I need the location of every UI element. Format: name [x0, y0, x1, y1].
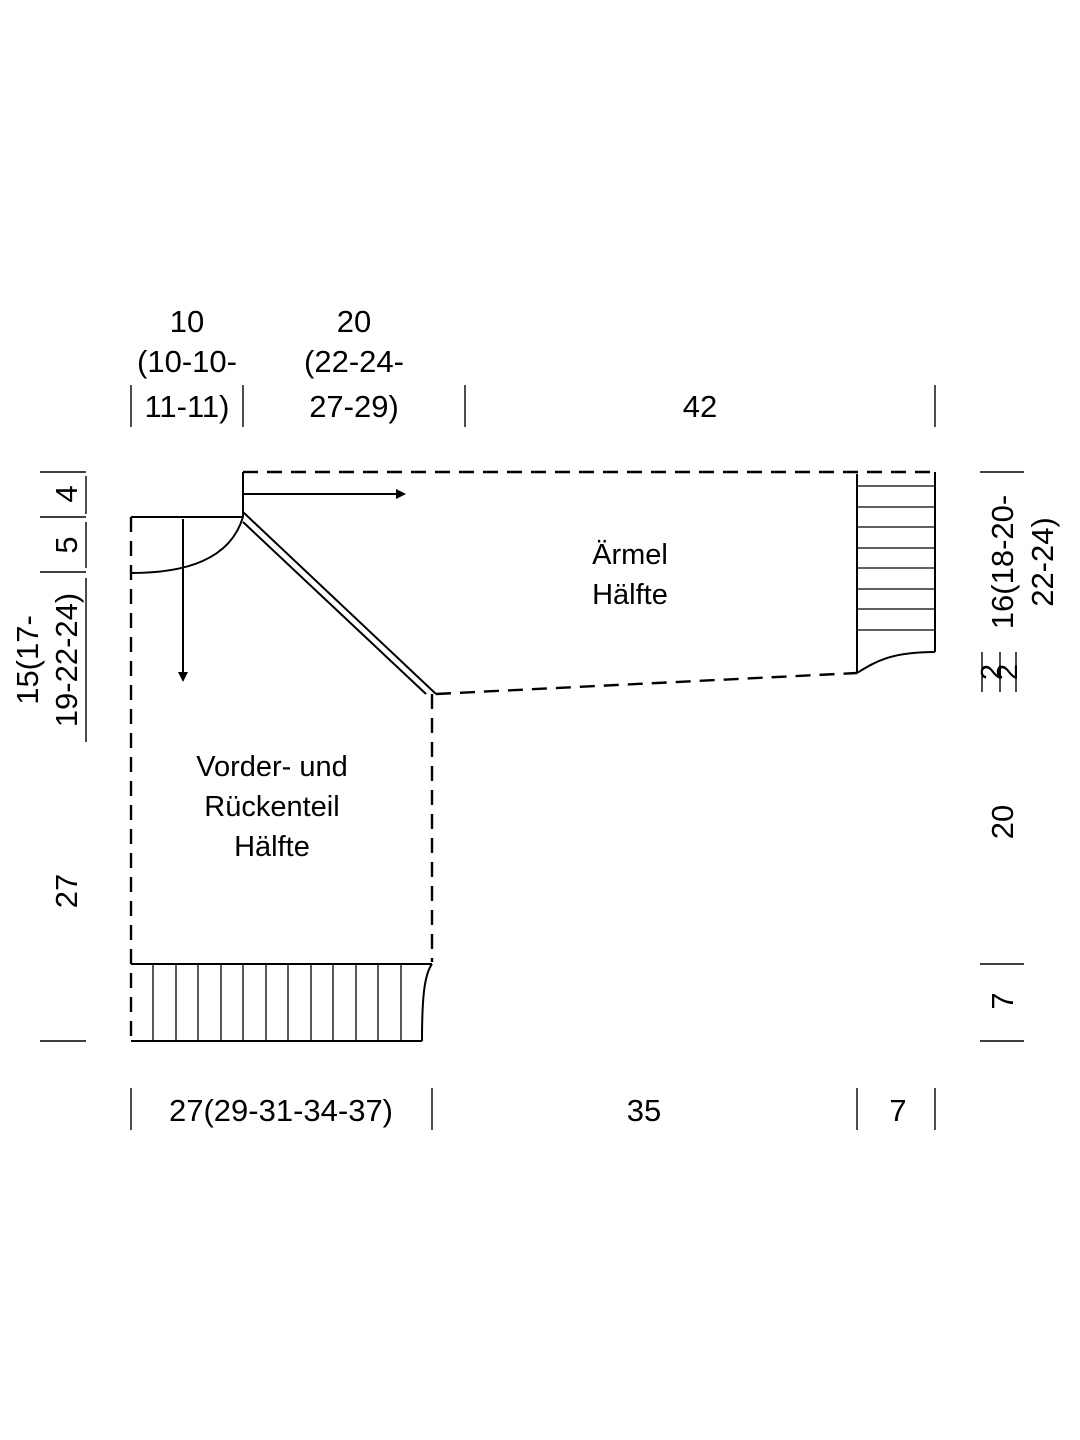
bottom-dimension-ticks — [130, 1088, 936, 1130]
shoulder-width-label-1: 20 — [337, 304, 371, 339]
left-dimension-labels: 4 5 15(17- 19-22-24) 27 — [10, 485, 84, 908]
neckline-curve — [130, 516, 244, 574]
sleeve-gap-label-b: 2 — [992, 664, 1024, 680]
sleeve-height-label-1: 16(18-20- — [985, 495, 1020, 629]
neck-width-label-3: 11-11) — [144, 389, 229, 424]
cuff-length-label: 7 — [889, 1093, 906, 1128]
armhole-label-2: 19-22-24) — [49, 593, 84, 727]
sleeve-piece — [243, 470, 936, 696]
body-label-line-1: Vorder- und — [196, 751, 348, 783]
sleeve-gap-label-a: 2 — [976, 664, 1008, 680]
body-ribbing — [131, 963, 433, 1042]
sleeve-underarm-seam — [435, 671, 858, 696]
top-dimension-labels: 10 (10-10- 11-11) 20 (22-24- 27-29) 42 — [137, 304, 717, 424]
sleeve-label: Ärmel Hälfte — [592, 539, 668, 611]
shoulder-line-a — [242, 511, 437, 695]
top-dimension-ticks — [130, 385, 936, 427]
body-label-line-3: Hälfte — [234, 831, 310, 863]
neck-depth-label: 5 — [49, 536, 84, 553]
sleeve-cuff-ribbing — [856, 472, 936, 674]
sleeve-body-length-label: 35 — [627, 1093, 661, 1128]
rib-height-label: 7 — [985, 992, 1020, 1009]
armhole-label-1: 15(17- — [10, 615, 45, 705]
shoulder-line-b — [242, 521, 427, 695]
neck-width-label-1: 10 — [170, 304, 204, 339]
neck-width-label-2: (10-10- — [137, 344, 237, 379]
bottom-dimension-labels: 27(29-31-34-37) 35 7 — [169, 1093, 907, 1128]
body-label: Vorder- und Rückenteil Hälfte — [196, 751, 348, 863]
right-dimension-ticks — [980, 471, 1024, 1042]
sleeve-length-label: 42 — [683, 389, 717, 424]
body-piece — [129, 472, 437, 1042]
shoulder-width-label-3: 27-29) — [309, 389, 399, 424]
body-width-label: 27(29-31-34-37) — [169, 1093, 393, 1128]
side-length-label: 20 — [985, 805, 1020, 839]
body-length-label: 27 — [49, 874, 84, 908]
body-label-line-2: Rückenteil — [204, 791, 339, 823]
shoulder-width-label-2: (22-24- — [304, 344, 404, 379]
sleeve-label-line-2: Hälfte — [592, 579, 668, 611]
left-dimension-ticks — [40, 471, 87, 1042]
sleeve-height-label-2: 22-24) — [1025, 517, 1060, 607]
sleeve-label-line-1: Ärmel — [592, 539, 668, 571]
right-dimension-labels: 16(18-20- 22-24) 2 2 20 7 — [976, 495, 1060, 1010]
shoulder-drop-label: 4 — [49, 485, 84, 502]
